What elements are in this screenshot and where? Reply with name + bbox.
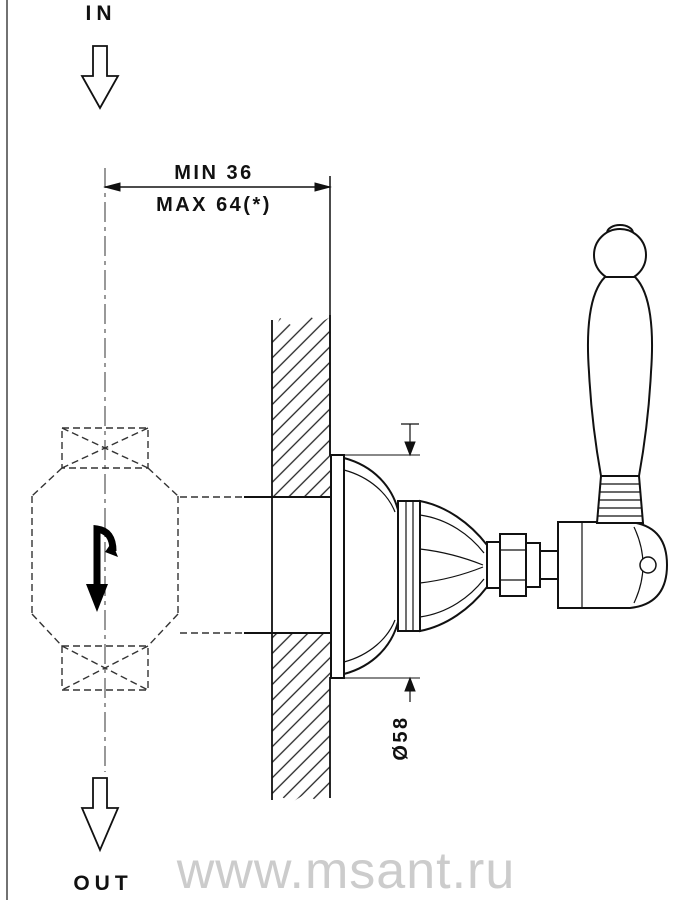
handle (557, 224, 669, 609)
flange-diameter-label: Ø58 (390, 715, 412, 760)
watermark: www.msant.ru (176, 842, 516, 900)
wall-hatching (271, 315, 331, 803)
diameter-arrowhead-top (404, 441, 416, 457)
wall-hatch-lower (272, 633, 330, 803)
pipe-through-wall (244, 496, 334, 634)
dimension-arrowhead-left (103, 182, 121, 192)
hex-nut (499, 533, 527, 597)
valve-body (31, 427, 244, 691)
in-label: IN (86, 2, 117, 25)
escutcheon-collar (397, 500, 421, 632)
flow-direction-icon (86, 525, 118, 612)
stem (539, 550, 559, 580)
max-depth-label: MAX 64(*) (156, 194, 272, 216)
escutcheon (330, 454, 559, 679)
flow-in-arrow-icon (80, 45, 120, 110)
flow-out-arrow-icon (80, 777, 120, 853)
wall-hatch-upper (272, 315, 330, 497)
min-depth-label: MIN 36 (174, 162, 253, 184)
hub-screw (639, 556, 657, 574)
flange-plate (330, 454, 345, 679)
escutcheon-dome (343, 456, 399, 676)
diameter-dimension (345, 423, 420, 702)
valve-bottom-port (61, 645, 149, 691)
out-label: OUT (73, 872, 132, 895)
bonnet-ring (486, 541, 501, 589)
handle-ball (593, 228, 647, 282)
dimension-arrowhead-right (314, 182, 332, 192)
handle-lever-body (587, 276, 653, 477)
fluted-bonnet (419, 499, 488, 633)
washer (525, 542, 541, 588)
valve-top-port (61, 427, 149, 469)
diameter-arrowhead-bottom (404, 676, 416, 692)
